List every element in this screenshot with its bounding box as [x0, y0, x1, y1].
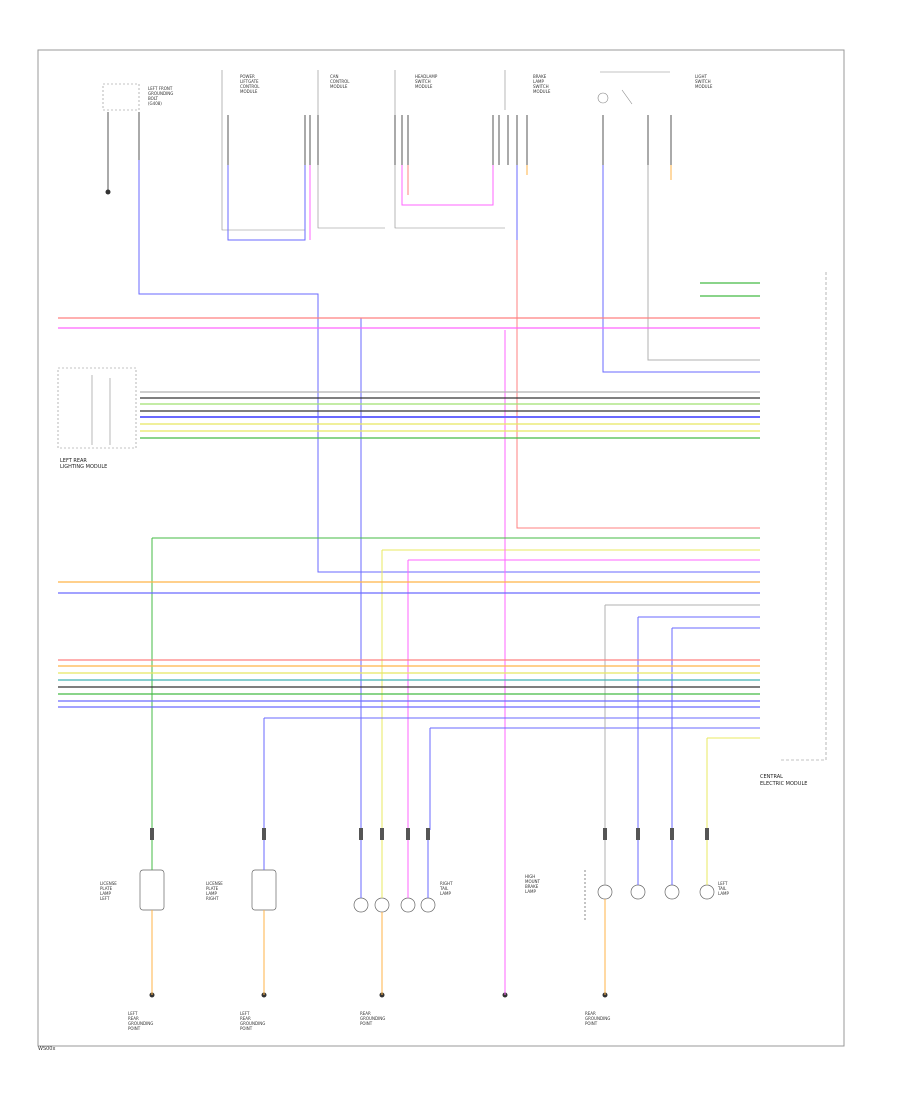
central-module-bracket: [780, 272, 827, 761]
wire-blue-left: [138, 160, 760, 573]
top-components: [102, 70, 670, 231]
module-bracket-2: [317, 70, 385, 229]
wire-pink-cm3: [401, 165, 494, 206]
wires-vertical: [138, 160, 760, 830]
left-lamp-bulb-4: [699, 884, 715, 900]
central-module-label: CENTRAL: [760, 774, 783, 780]
left-lamp-bulb-3: [664, 884, 680, 900]
wire-blue-sw: [602, 165, 760, 373]
module-bracket-1: [221, 70, 305, 231]
tail-lamp-bulb-1: [353, 897, 369, 913]
wire-blue-cm1: [227, 165, 306, 241]
switch-contact: [621, 89, 633, 105]
left-lamp-bulb-2: [630, 884, 646, 900]
wire-gray-sw: [647, 165, 760, 361]
ground-module-box: [102, 83, 140, 111]
tail-lamp-bulb-2: [374, 897, 390, 913]
left-module-label-2: LIGHTING MODULE: [60, 464, 107, 470]
tail-lamp-bulb-3: [400, 897, 416, 913]
central-module-label-2: ELECTRIC MODULE: [760, 781, 807, 787]
module-bracket-3: [394, 70, 505, 229]
switch-indicator: [597, 92, 609, 104]
license-lamp-right-body: [251, 869, 277, 911]
left-lamp-bulb-1: [597, 884, 613, 900]
bus-wires: [58, 282, 760, 708]
tail-lamp-bulb-4: [420, 897, 436, 913]
footer-code: WS00x: [38, 1046, 56, 1052]
wire-red-brake: [516, 240, 760, 529]
license-lamp-left-body: [139, 869, 165, 911]
connector-stubs: [107, 112, 672, 190]
bottom-connectors: [150, 828, 709, 840]
lamps: [139, 869, 715, 913]
diagram-border: [37, 49, 845, 1047]
left-module-label: LEFT REAR: [60, 458, 87, 464]
left-lighting-module: [57, 367, 137, 449]
